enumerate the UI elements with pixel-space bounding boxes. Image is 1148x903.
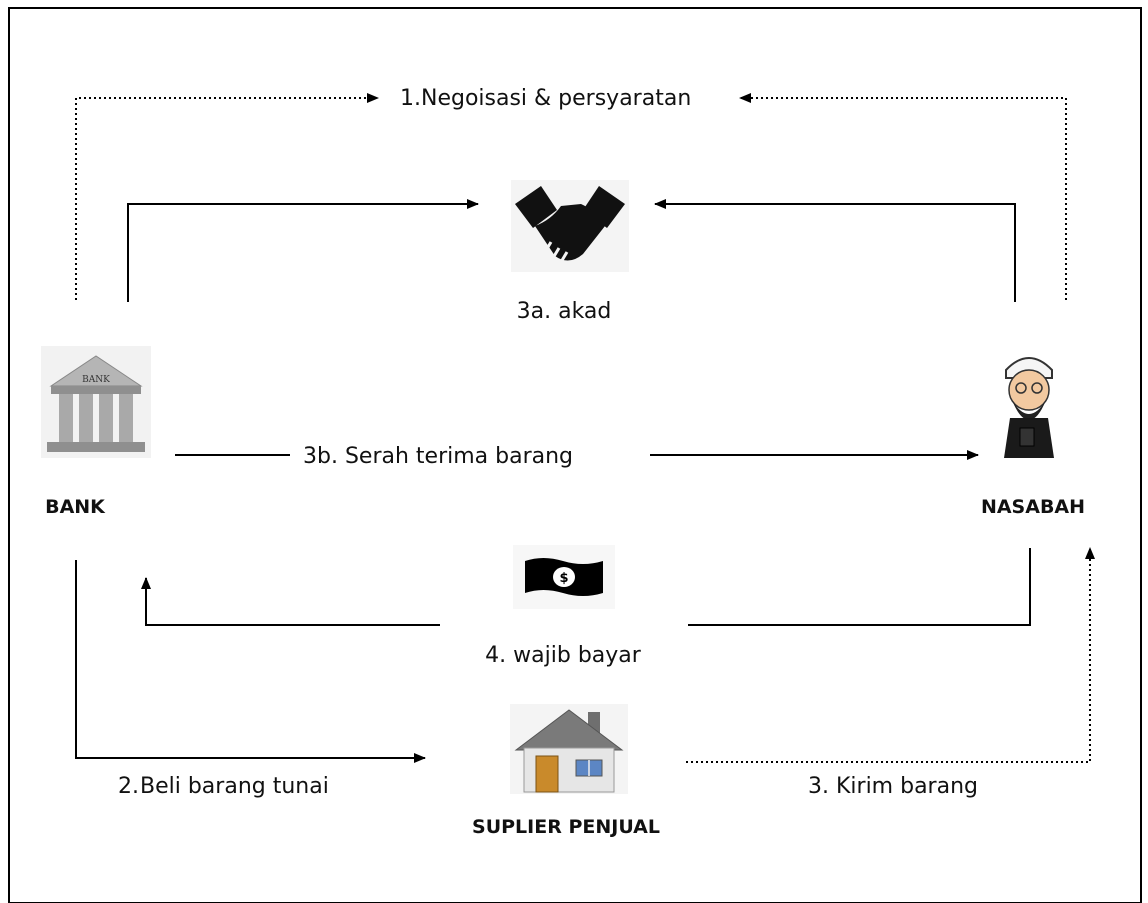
akad-arrows [127, 199, 1016, 302]
wajib-bayar-label: 4. wajib bayar [485, 643, 642, 668]
delivery-arrow [686, 547, 1095, 763]
bank-building-icon: BANK [41, 346, 151, 458]
supplier-label: SUPLIER PENJUAL [472, 816, 660, 838]
handshake-icon [511, 180, 629, 272]
purchase-arrow [75, 560, 426, 763]
bank-sign-text: BANK [82, 375, 110, 385]
money-bill-icon: $ [513, 545, 615, 609]
payment-line-right [688, 548, 1031, 626]
payment-arrow-left [141, 577, 440, 626]
serah-terima-label: 3b. Serah terima barang [303, 444, 573, 469]
customer-person-icon [994, 340, 1064, 466]
akad-label: 3a. akad [517, 299, 612, 324]
kirim-barang-label: 3. Kirim barang [808, 774, 978, 799]
nasabah-label: NASABAH [981, 496, 1085, 518]
diagram-border [8, 7, 1142, 903]
house-icon [510, 704, 628, 794]
beli-tunai-label: Beli barang tunai [140, 774, 329, 799]
money-sign-text: $ [559, 571, 568, 586]
bank-label: BANK [45, 496, 106, 518]
negotiation-label: 1.Negoisasi & persyaratan [400, 86, 691, 111]
negotiation-arrows [75, 93, 1067, 300]
beli-tunai-number: 2. [118, 774, 139, 799]
